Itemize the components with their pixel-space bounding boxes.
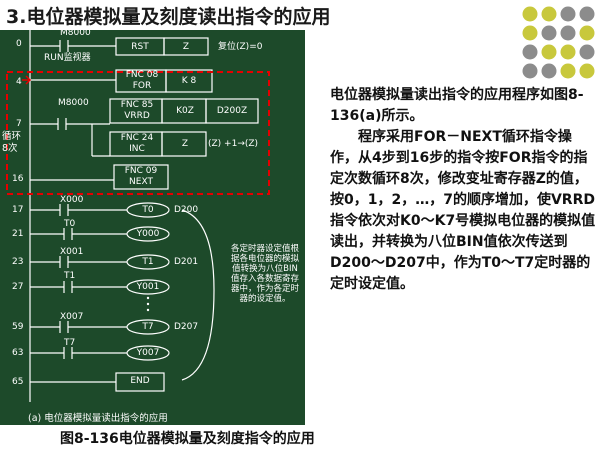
loop-arrow [22,75,32,85]
step-number: 59 [12,322,24,332]
ellipsis-dot [146,296,150,300]
step-number: 21 [12,229,24,239]
contact-label: T1 [64,271,76,281]
step-number: 7 [16,119,22,129]
coil-label: T7 [142,322,154,332]
decorative-dot [541,63,557,79]
rst-note: 复位(Z)=0 [218,42,263,52]
explanation-paragraph-2: 程序采用FOR－NEXT循环指令操作，从4步到16步的指令按FOR指令的指定次数… [330,129,596,292]
coil [126,226,170,242]
slide-title: 3.电位器模拟量及刻度读出指令的应用 [6,6,331,28]
vrrd-argument-source: K0Z [176,106,194,116]
vrrd-arg-box [205,98,259,124]
step-number: 23 [12,257,24,267]
for-fnc-number: FNC 08 [125,70,159,80]
step-number: 16 [12,174,24,184]
note-bracket [181,209,215,381]
contact-label: X001 [60,247,84,257]
step-number: 65 [12,377,24,387]
contact-label: T7 [64,338,76,348]
inc-arg-box [161,131,207,157]
coil [126,202,170,218]
decorative-dot [541,25,557,41]
inc-argument: Z [181,139,189,149]
run-monitor-label: RUN监视器 [44,53,91,63]
explanation-paragraph-1: 电位器模拟量读出指令的应用程序如图8-136(a)所示。 [330,87,584,124]
step-number: 4 [16,77,22,87]
coil-argument: D201 [174,257,199,267]
inc-note: (Z) +1→(Z) [208,139,259,149]
for-mnemonic: FOR [132,81,152,91]
coil-argument: D207 [174,322,199,332]
figure-caption: 图8-136电位器模拟量及刻度指令的应用 [60,431,315,447]
decorative-dot [560,44,576,60]
contact-label: M8000 [58,98,89,108]
coil [126,279,170,295]
vrrd-fnc-number: FNC 85 [120,100,154,110]
coil-argument: D200 [174,205,199,215]
rst-command: RST [131,42,149,52]
contact-label: X000 [60,195,84,205]
coil-label: Y001 [136,282,160,292]
end-instruction: END [130,376,150,386]
decorative-dot [579,44,595,60]
coil-label: T1 [142,257,154,267]
decorative-dot [522,25,538,41]
ellipsis-dot [146,308,150,312]
loop-frame [6,71,270,195]
coil-label: Y000 [136,229,160,239]
decorative-dot [522,6,538,22]
decorative-dot [560,6,576,22]
coil [126,254,170,270]
decorative-dot [560,25,576,41]
end-box [115,372,165,392]
step-number: 63 [12,348,24,358]
decorative-dot [522,63,538,79]
ladder-diagram [6,30,270,402]
timer-setting-note: 各定时器设定值根据各电位器的模拟值转换为八位BIN值存入各数据寄存器中，作为各定… [230,244,299,304]
decorative-dot [560,63,576,79]
step-number: 17 [12,205,24,215]
for-argument: K 8 [181,76,197,86]
ellipsis-dot [146,302,150,306]
explanation-text: 电位器模拟量读出指令的应用程序如图8-136(a)所示。 程序采用FOR－NEX… [330,85,596,295]
vrrd-mnemonic: VRRD [124,111,150,121]
decorative-dot [579,63,595,79]
coil [126,345,170,361]
next-fnc-number: FNC 09 [124,166,158,176]
inc-mnemonic: INC [129,144,145,154]
coil-label: Y007 [136,348,160,358]
decorative-dot [579,25,595,41]
contact-label: T0 [64,219,76,229]
coil [126,319,170,335]
contact-label: M8000 [60,30,91,38]
next-box [113,164,169,190]
step-number: 0 [16,39,22,49]
decorative-dot [541,44,557,60]
for-arg-box [165,69,213,93]
decorative-dot-grid [522,6,595,79]
next-mnemonic: NEXT [129,177,153,187]
decorative-dot [522,44,538,60]
rst-argument: Z [182,42,190,52]
contact-label: X007 [60,312,84,322]
rst-arg-box [163,37,209,56]
step-number: 27 [12,282,24,292]
vrrd-argument-dest: D200Z [216,106,248,116]
decorative-dot [541,6,557,22]
ladder-caption: (a) 电位器模拟量读出指令的应用 [28,413,168,424]
decorative-dot [579,6,595,22]
coil-label: T0 [142,205,154,215]
loop-label: 循环 8次 [2,131,22,154]
inc-fnc-number: FNC 24 [120,133,154,143]
ladder-diagram-panel: 0 4 7 16 17 21 23 27 59 63 65 循环 8次 M800… [0,30,305,425]
